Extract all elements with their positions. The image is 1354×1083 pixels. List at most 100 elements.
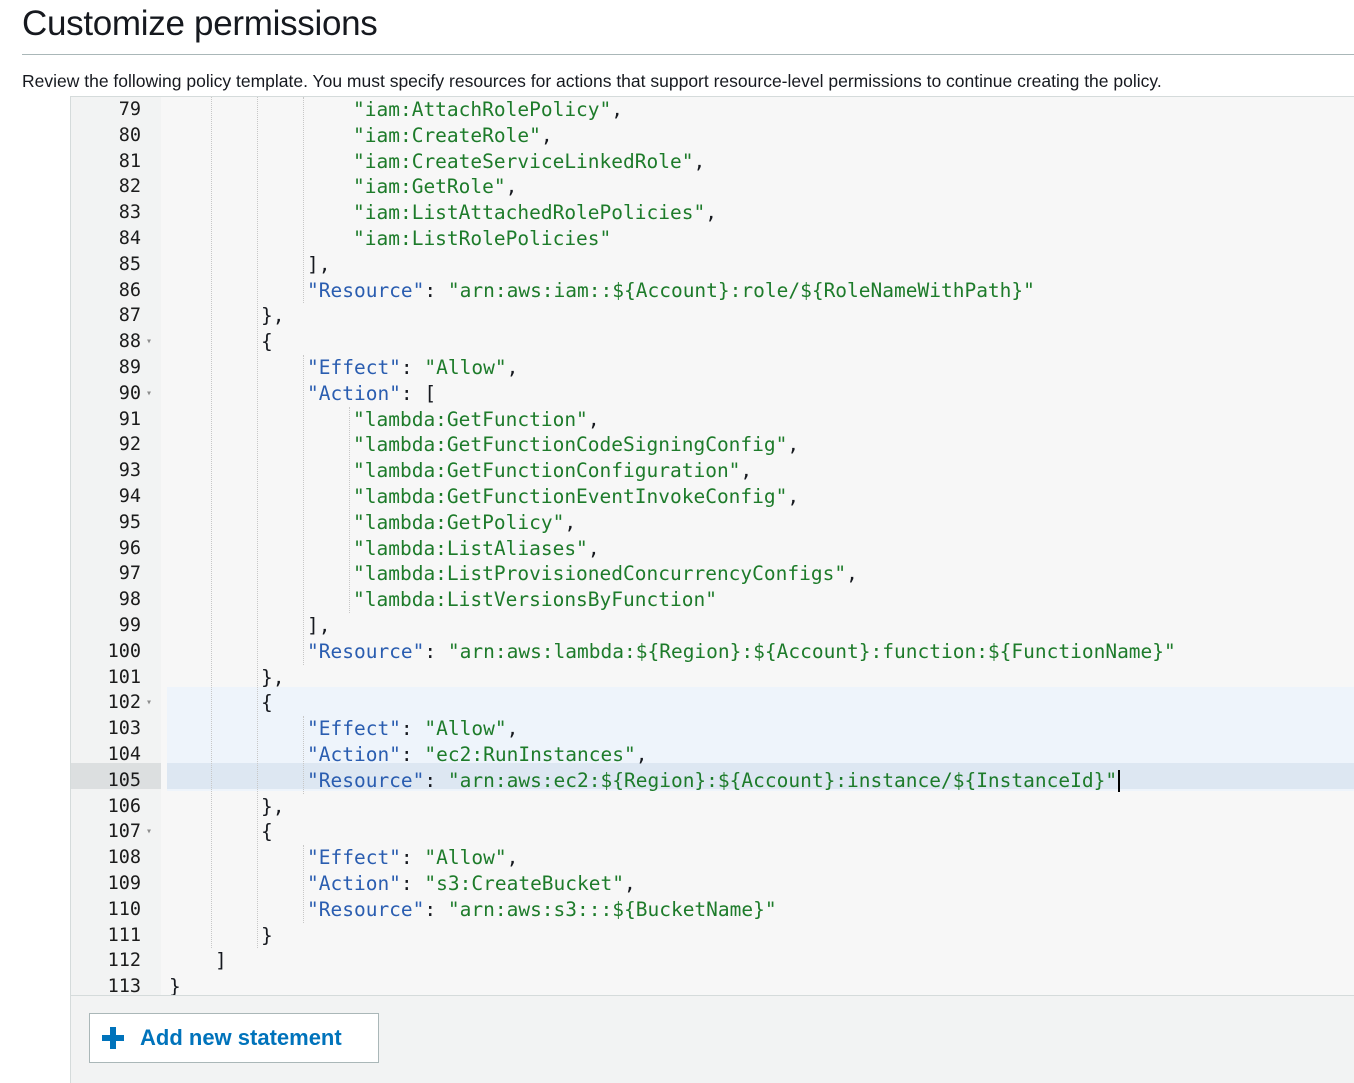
json-punctuation: : bbox=[400, 846, 425, 870]
code-line[interactable]: 109 "Action": "s3:CreateBucket", bbox=[71, 871, 1354, 897]
line-number: 85 bbox=[118, 253, 141, 275]
json-punctuation: , bbox=[587, 407, 600, 431]
editor-text-area[interactable] bbox=[161, 97, 1354, 995]
line-number: 98 bbox=[118, 589, 141, 611]
policy-json-editor[interactable]: 79"iam:AttachRolePolicy",80"iam:CreateRo… bbox=[70, 97, 1354, 995]
code-line[interactable]: 98"lambda:ListVersionsByFunction" bbox=[71, 587, 1354, 613]
json-punctuation: } bbox=[261, 923, 273, 947]
json-punctuation: , bbox=[787, 484, 800, 508]
code-line[interactable]: 79"iam:AttachRolePolicy", bbox=[71, 97, 1354, 123]
code-line[interactable]: 80"iam:CreateRole", bbox=[71, 123, 1354, 149]
json-string: "arn:aws:ec2:${Region}:${Account}:instan… bbox=[447, 768, 1118, 792]
line-number: 105 bbox=[107, 769, 141, 791]
add-new-statement-button[interactable]: Add new statement bbox=[89, 1013, 379, 1063]
code-line[interactable]: 90▾"Action": [ bbox=[71, 381, 1354, 407]
line-number: 107 bbox=[107, 821, 141, 843]
json-string: "iam:ListRolePolicies" bbox=[353, 226, 612, 250]
line-number: 96 bbox=[118, 537, 141, 559]
code-lines[interactable]: 79"iam:AttachRolePolicy",80"iam:CreateRo… bbox=[71, 97, 1354, 995]
code-line[interactable]: 96"lambda:ListAliases", bbox=[71, 536, 1354, 562]
json-punctuation: }, bbox=[261, 794, 285, 818]
code-text: "lambda:GetFunctionEventInvokeConfig", bbox=[353, 484, 799, 510]
json-punctuation: , bbox=[787, 433, 800, 457]
text-cursor bbox=[1118, 770, 1121, 793]
code-line[interactable]: 85], bbox=[71, 252, 1354, 278]
json-punctuation: , bbox=[740, 459, 753, 483]
json-string: "Allow" bbox=[424, 355, 507, 379]
code-text: "Effect": "Allow", bbox=[307, 845, 518, 871]
code-line[interactable]: 104"Action": "ec2:RunInstances", bbox=[71, 742, 1354, 768]
code-line[interactable]: 86"Resource": "arn:aws:iam::${Account}:r… bbox=[71, 278, 1354, 304]
code-line[interactable]: 88▾{ bbox=[71, 329, 1354, 355]
line-number: 106 bbox=[107, 795, 141, 817]
editor-top-divider bbox=[70, 96, 1354, 97]
fold-toggle-icon[interactable]: ▾ bbox=[146, 697, 153, 709]
code-line[interactable]: 108"Effect": "Allow", bbox=[71, 845, 1354, 871]
page-description: Review the following policy template. Yo… bbox=[22, 71, 1162, 91]
code-line[interactable]: 106}, bbox=[71, 794, 1354, 820]
json-punctuation: ], bbox=[307, 252, 331, 276]
code-line[interactable]: 94 "lambda:GetFunctionEventInvokeConfig", bbox=[71, 484, 1354, 510]
json-key: "Action" bbox=[307, 381, 401, 405]
json-key: "Effect" bbox=[307, 846, 401, 870]
code-line[interactable]: 91"lambda:GetFunction", bbox=[71, 407, 1354, 433]
fold-toggle-icon[interactable]: ▾ bbox=[146, 826, 153, 838]
json-string: "lambda:GetFunctionCodeSigningConfig" bbox=[353, 433, 788, 457]
line-number-gutter bbox=[71, 97, 161, 995]
title-divider bbox=[22, 54, 1354, 55]
code-line[interactable]: 105 "Resource": "arn:aws:ec2:${Region}:${… bbox=[71, 768, 1354, 794]
json-punctuation: , bbox=[506, 846, 519, 870]
line-number: 91 bbox=[118, 408, 141, 430]
indent-guide bbox=[303, 716, 304, 794]
code-line[interactable]: 111} bbox=[71, 923, 1354, 949]
json-string: "iam:AttachRolePolicy" bbox=[353, 98, 612, 121]
line-number: 111 bbox=[107, 924, 141, 946]
code-text: "Resource": "arn:aws:ec2:${Region}:${Acc… bbox=[307, 768, 1121, 794]
code-line[interactable]: 100"Resource": "arn:aws:lambda:${Region}… bbox=[71, 639, 1354, 665]
code-line[interactable]: 101}, bbox=[71, 665, 1354, 691]
json-punctuation: , bbox=[540, 123, 553, 147]
json-punctuation: , bbox=[693, 149, 706, 173]
code-text: "Action": "s3:CreateBucket", bbox=[307, 871, 636, 897]
fold-toggle-icon[interactable]: ▾ bbox=[146, 336, 153, 348]
code-text: "Resource": "arn:aws:lambda:${Region}:${… bbox=[307, 639, 1176, 665]
code-line[interactable]: 82"iam:GetRole", bbox=[71, 174, 1354, 200]
code-text: ], bbox=[307, 613, 330, 639]
line-number: 97 bbox=[118, 563, 141, 585]
code-line[interactable]: 89"Effect": "Allow", bbox=[71, 355, 1354, 381]
code-text: "iam:AttachRolePolicy", bbox=[353, 97, 623, 123]
json-punctuation: , bbox=[846, 562, 858, 586]
code-text: }, bbox=[261, 303, 284, 329]
code-line[interactable]: 97"lambda:ListProvisionedConcurrencyConf… bbox=[71, 561, 1354, 587]
code-line[interactable]: 87}, bbox=[71, 303, 1354, 329]
code-text: { bbox=[261, 819, 273, 845]
code-text: "lambda:GetFunctionConfiguration", bbox=[353, 458, 752, 484]
json-string: "lambda:GetPolicy" bbox=[353, 510, 565, 534]
line-number: 102 bbox=[107, 692, 141, 714]
code-line[interactable]: 95"lambda:GetPolicy", bbox=[71, 510, 1354, 536]
code-line[interactable]: 103"Effect": "Allow", bbox=[71, 716, 1354, 742]
code-line[interactable]: 99], bbox=[71, 613, 1354, 639]
fold-toggle-icon[interactable]: ▾ bbox=[146, 387, 153, 399]
line-number: 103 bbox=[107, 718, 141, 740]
json-punctuation: , bbox=[635, 742, 648, 766]
code-line[interactable]: 83"iam:ListAttachedRolePolicies", bbox=[71, 200, 1354, 226]
line-number: 92 bbox=[118, 434, 141, 456]
code-line[interactable]: 92 "lambda:GetFunctionCodeSigningConfig", bbox=[71, 432, 1354, 458]
code-line[interactable]: 107 ▾ { bbox=[71, 819, 1354, 845]
code-line[interactable]: 110"Resource": "arn:aws:s3:::${BucketNam… bbox=[71, 897, 1354, 923]
code-line[interactable]: 84"iam:ListRolePolicies" bbox=[71, 226, 1354, 252]
active-line-gutter-highlight bbox=[71, 763, 161, 789]
code-line[interactable]: 113} bbox=[71, 974, 1354, 995]
code-line[interactable]: 102▾{ bbox=[71, 690, 1354, 716]
json-key: "Resource" bbox=[307, 278, 425, 302]
line-number: 94 bbox=[118, 485, 141, 507]
json-key: "Resource" bbox=[307, 768, 425, 792]
code-line[interactable]: 112] bbox=[71, 948, 1354, 974]
code-line[interactable]: 93"lambda:GetFunctionConfiguration", bbox=[71, 458, 1354, 484]
json-string: "ec2:RunInstances" bbox=[424, 742, 636, 766]
line-number: 109 bbox=[107, 872, 141, 894]
indent-guide bbox=[303, 97, 304, 304]
line-number: 87 bbox=[118, 305, 141, 327]
code-line[interactable]: 81"iam:CreateServiceLinkedRole", bbox=[71, 149, 1354, 175]
